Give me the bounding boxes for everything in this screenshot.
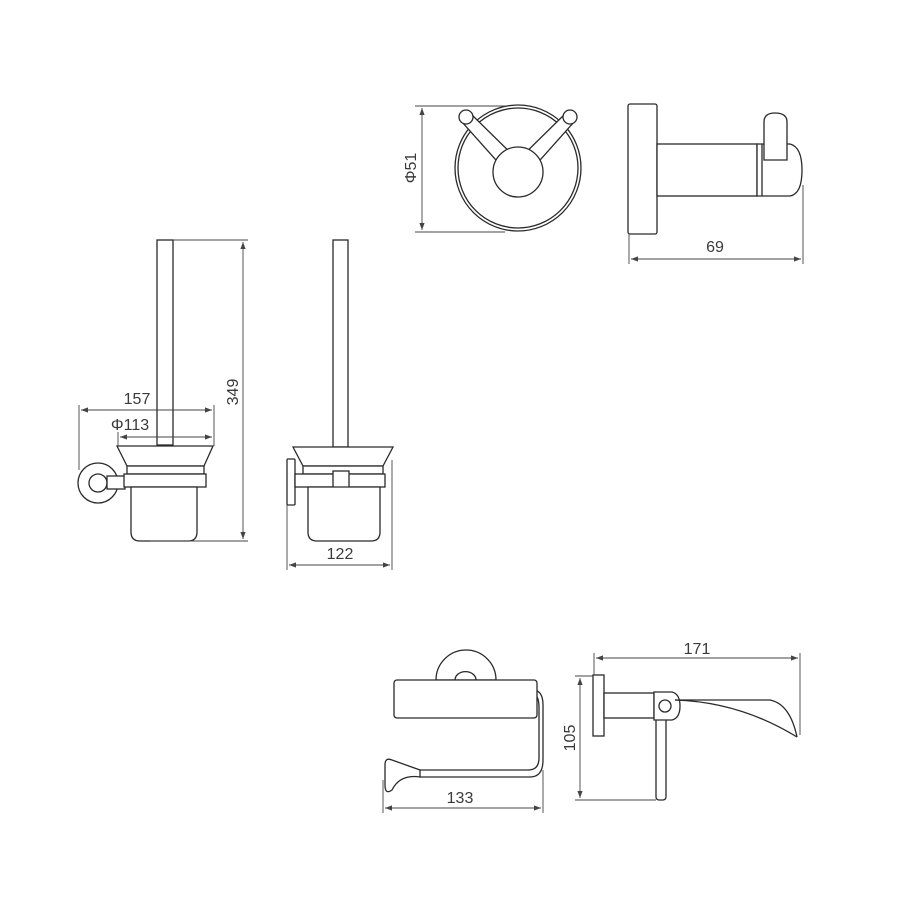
- brush-depth-label: 122: [327, 546, 354, 563]
- robe-hook-front-view: Φ51: [403, 104, 582, 233]
- robe-hook-side-view: 69: [627, 103, 804, 264]
- paper-holder-height-label: 105: [562, 725, 579, 752]
- paper-holder-width-label: 133: [447, 790, 474, 807]
- robe-hook-depth-label: 69: [706, 239, 724, 256]
- brush-height-label: 349: [225, 379, 242, 406]
- paper-holder-depth-label: 171: [684, 641, 711, 658]
- brush-cup-diameter-label: Φ113: [111, 417, 149, 434]
- paper-holder-side-view: 105 171: [562, 641, 801, 801]
- brush-width-label: 157: [124, 391, 151, 408]
- toilet-brush-front-view: 349 157 Φ113: [77, 239, 248, 542]
- toilet-brush-side-view: 122: [286, 239, 395, 570]
- robe-hook-diameter-label: Φ51: [403, 153, 420, 184]
- paper-holder-front-view: 133: [382, 649, 544, 813]
